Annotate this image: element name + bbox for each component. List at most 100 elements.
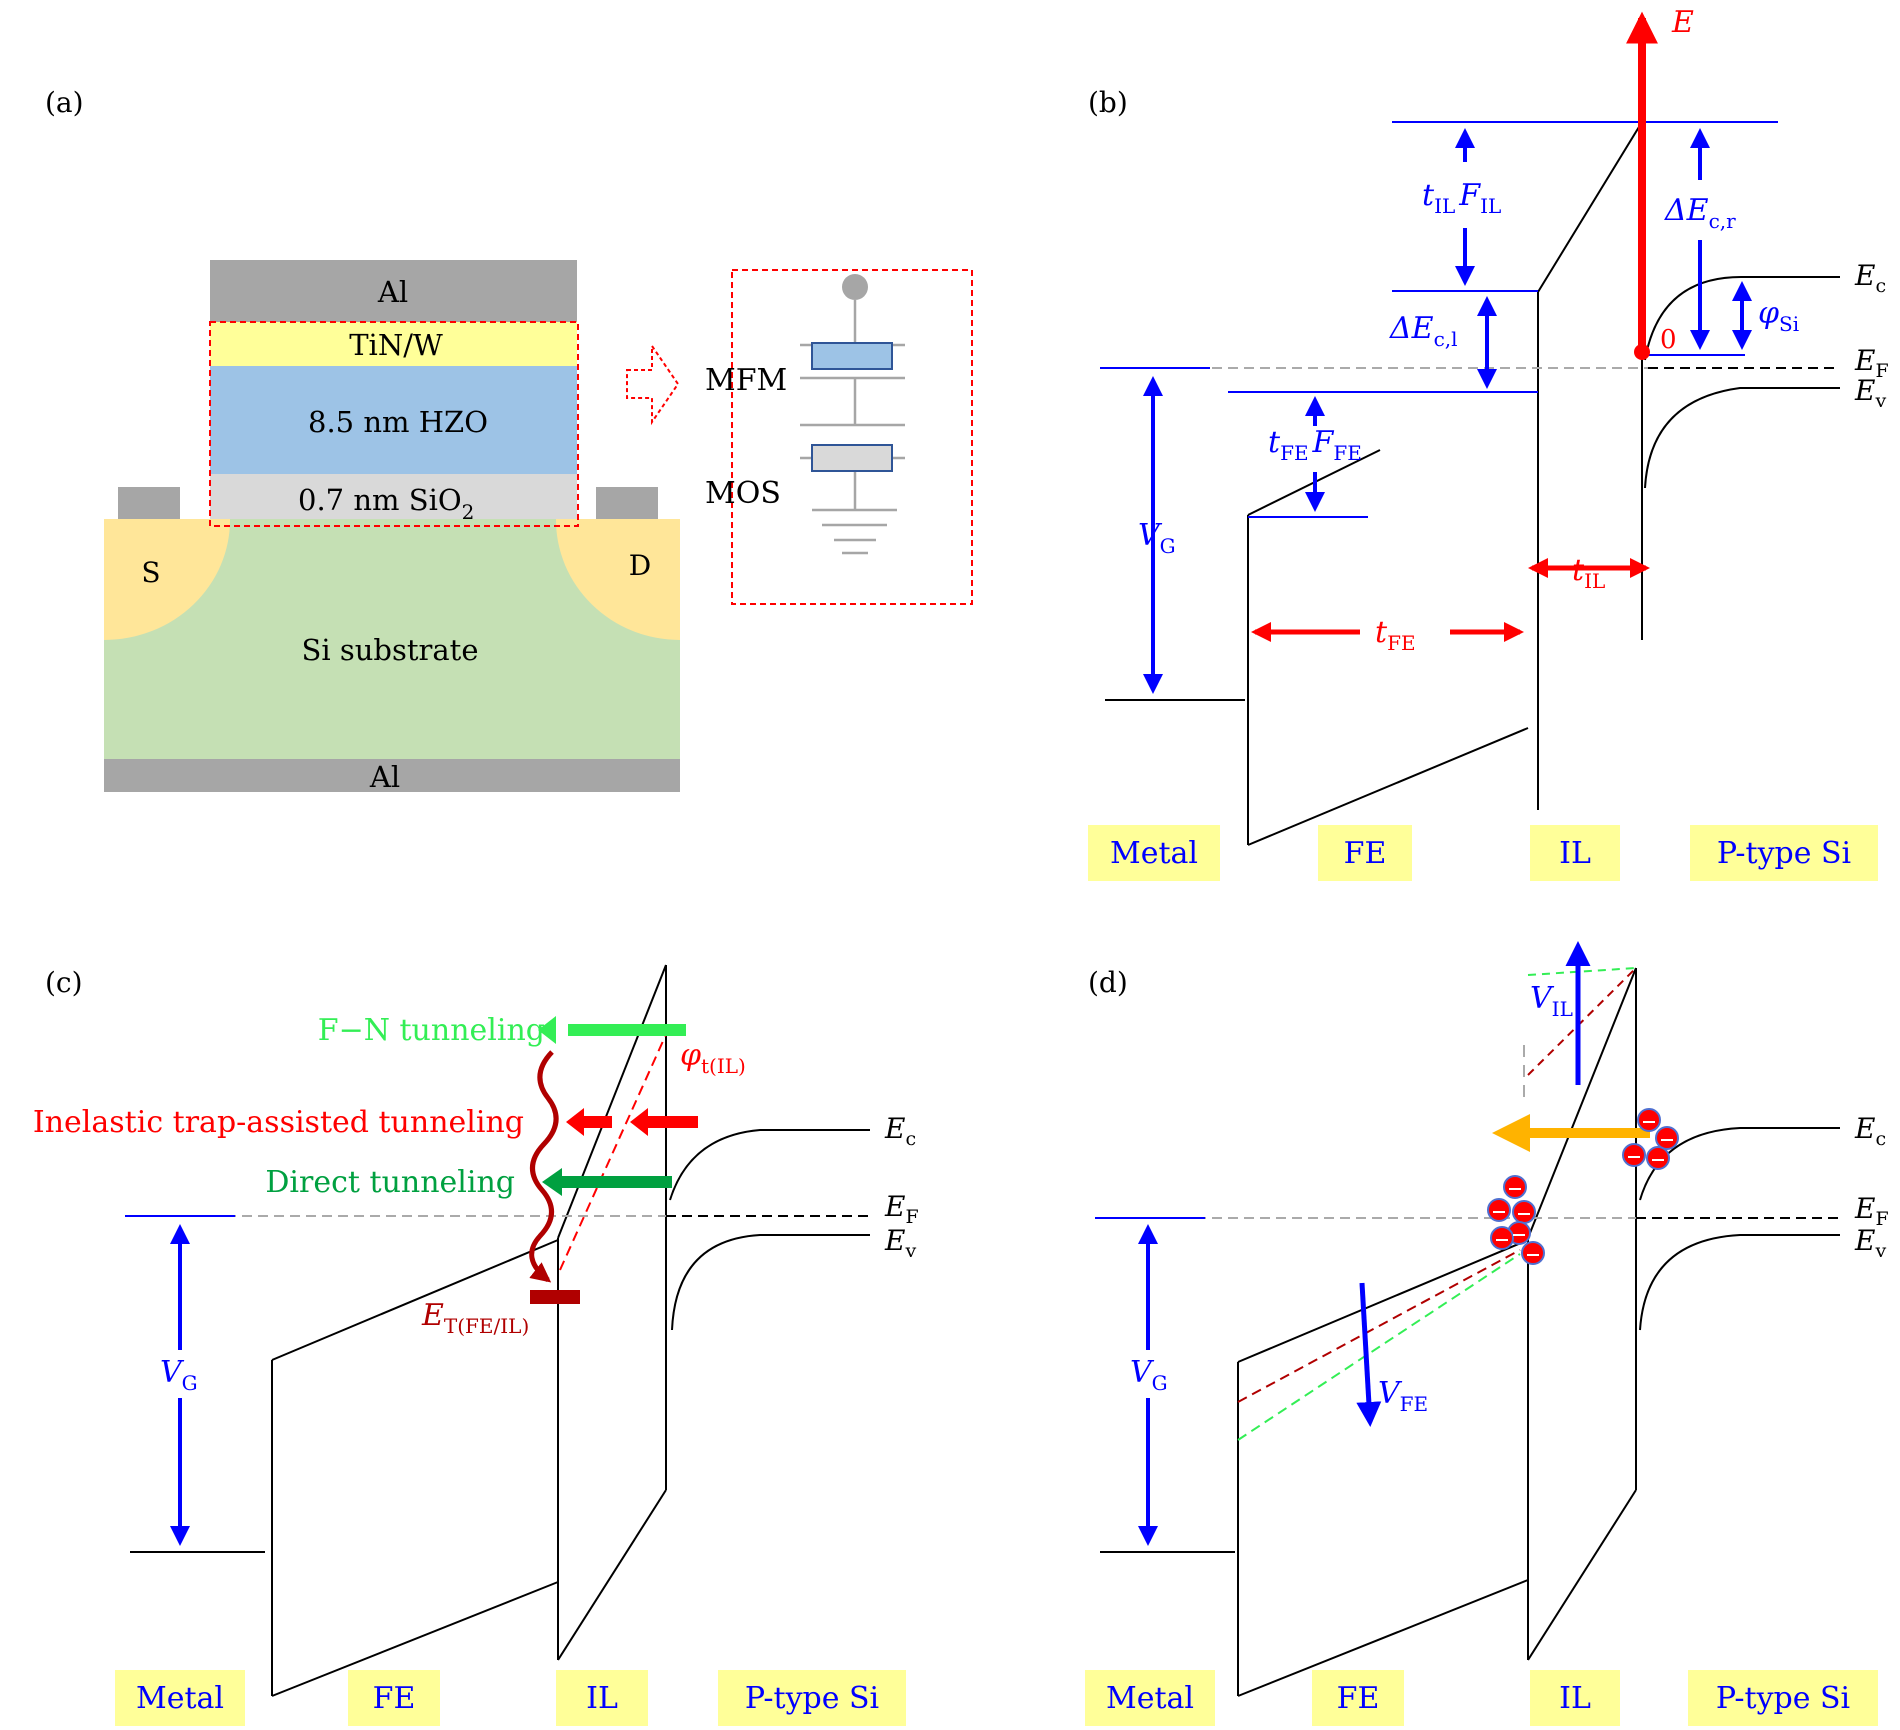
- vg-label-b: VG: [1138, 518, 1176, 558]
- trap-level-bar: [530, 1290, 580, 1304]
- phi-t-line: [559, 1029, 669, 1271]
- tin-w-layer: [210, 322, 577, 366]
- fn-tunneling-label: F−N tunneling: [318, 1013, 545, 1048]
- mos-capacitor: [811, 444, 893, 472]
- t-fe-label-bg: [1360, 612, 1450, 652]
- origin-dot: [1634, 344, 1650, 360]
- dec-l-label: ΔEc,l: [1389, 311, 1458, 351]
- charge-si-2: [1655, 1126, 1679, 1150]
- inelastic-arrow-right-head: [630, 1108, 648, 1136]
- il-shifted-line-red: [1527, 967, 1637, 1076]
- source-contact: [118, 487, 180, 519]
- drain-label: D: [629, 549, 651, 582]
- red-arrows-b: [1251, 11, 1658, 642]
- v-fe-arrow: [1356, 1282, 1382, 1427]
- equivalent-circuit-box: [731, 269, 973, 605]
- vg-label-c: VG: [160, 1355, 198, 1395]
- hzo-label: 8.5 nm HZO: [308, 405, 488, 439]
- mos-label: MOS: [705, 476, 781, 511]
- hzo-layer: [210, 366, 577, 474]
- inelastic-tunneling-label: Inelastic trap-assisted tunneling: [33, 1105, 524, 1140]
- ev-label-b: Ev: [1854, 374, 1886, 412]
- blue-arrows-b: [1143, 128, 1752, 694]
- panel-c: (c) VG: [33, 964, 919, 1726]
- region-fe-b: FE: [1344, 836, 1387, 871]
- region-il-b: IL: [1559, 836, 1591, 871]
- panel-d: (d): [1085, 941, 1889, 1726]
- charge-il-6: [1521, 1241, 1545, 1265]
- phi-si-label: φSi: [1758, 296, 1799, 336]
- direct-tunneling-label: Direct tunneling: [265, 1165, 515, 1200]
- region-metal-c: Metal: [136, 1681, 224, 1716]
- t-fe-label: tFE: [1375, 615, 1416, 655]
- region-fe-d: FE: [1337, 1681, 1380, 1716]
- e-field-label: E: [1671, 5, 1694, 40]
- vg-label-bg-d: [1120, 1350, 1180, 1398]
- ec-label-d: Ec: [1854, 1112, 1886, 1150]
- source-region: [104, 519, 231, 641]
- panel-a: (a) Al TiN/W 8.5 nm HZO 0.7 nm SiO2 S D …: [45, 86, 973, 794]
- region-metal-b: Metal: [1110, 836, 1198, 871]
- t-il-label: tIL: [1572, 553, 1605, 593]
- t-il-label-bg: [1560, 612, 1640, 652]
- fe-shifted-line-green: [1237, 1253, 1521, 1441]
- source-label: S: [141, 556, 160, 589]
- panel-d-label: (d): [1088, 966, 1128, 999]
- dec-r-label: ΔEc,r: [1664, 193, 1736, 233]
- phi-t-label: φt(IL): [680, 1038, 746, 1078]
- equivalent-circuit: [800, 274, 905, 555]
- charge-il-1: [1503, 1175, 1527, 1199]
- mfm-label: MFM: [705, 363, 787, 398]
- bottom-al-layer: [104, 759, 680, 792]
- region-fe-c: FE: [373, 1681, 416, 1716]
- gate-stack-highlight: [209, 321, 579, 527]
- ef-label-c: EF: [884, 1190, 919, 1228]
- origin-label: 0: [1660, 325, 1677, 355]
- ev-label-c: Ev: [884, 1224, 916, 1262]
- charge-il-3: [1512, 1200, 1536, 1224]
- panel-b-label: (b): [1088, 86, 1128, 119]
- trapped-charges: [1487, 1108, 1679, 1265]
- v-il-label: VIL: [1530, 981, 1573, 1021]
- charge-minus-signs: [1493, 1121, 1673, 1256]
- panel-c-label: (c): [45, 966, 83, 999]
- hollow-arrow-icon: [626, 342, 680, 426]
- region-il-c: IL: [586, 1681, 618, 1716]
- charge-si-3: [1622, 1143, 1646, 1167]
- panel-a-label: (a): [45, 86, 84, 119]
- top-al-label: Al: [377, 275, 408, 309]
- charge-il-5: [1490, 1226, 1514, 1250]
- region-si-b: P-type Si: [1717, 836, 1851, 871]
- ec-label-b: Ec: [1854, 259, 1886, 297]
- charge-si-4: [1646, 1146, 1670, 1170]
- drain-contact: [596, 487, 658, 519]
- region-metal-d: Metal: [1106, 1681, 1194, 1716]
- il-shifted-line-green: [1527, 967, 1637, 976]
- charge-il-2: [1487, 1198, 1511, 1222]
- ec-label-c: Ec: [884, 1112, 916, 1150]
- region-labels-d: Metal FE IL P-type Si: [1085, 1670, 1878, 1726]
- charge-si-1: [1637, 1108, 1661, 1132]
- trap-wavy-line: [529, 1050, 559, 1283]
- inelastic-arrow-left-head: [566, 1108, 584, 1136]
- top-al-layer: [210, 260, 577, 322]
- ev-label-d: Ev: [1854, 1224, 1886, 1262]
- vg-label-d: VG: [1130, 1355, 1168, 1395]
- region-si-c: P-type Si: [745, 1681, 879, 1716]
- band-edges-c: [130, 964, 870, 1697]
- region-si-d: P-type Si: [1716, 1681, 1850, 1716]
- hole-flow-arrow-head: [1492, 1114, 1530, 1152]
- sio2-label: 0.7 nm SiO2: [298, 483, 474, 524]
- ef-label-b: EF: [1854, 344, 1889, 382]
- fn-tunneling-arrow-head: [538, 1016, 556, 1044]
- tin-w-label: TiN/W: [349, 328, 443, 362]
- region-il-d: IL: [1559, 1681, 1591, 1716]
- terminal-icon: [842, 274, 868, 300]
- drain-region: [555, 519, 680, 640]
- sio2-layer: [210, 474, 577, 522]
- band-edges-d: [1100, 967, 1840, 1697]
- v-fe-label: VFE: [1378, 1376, 1428, 1416]
